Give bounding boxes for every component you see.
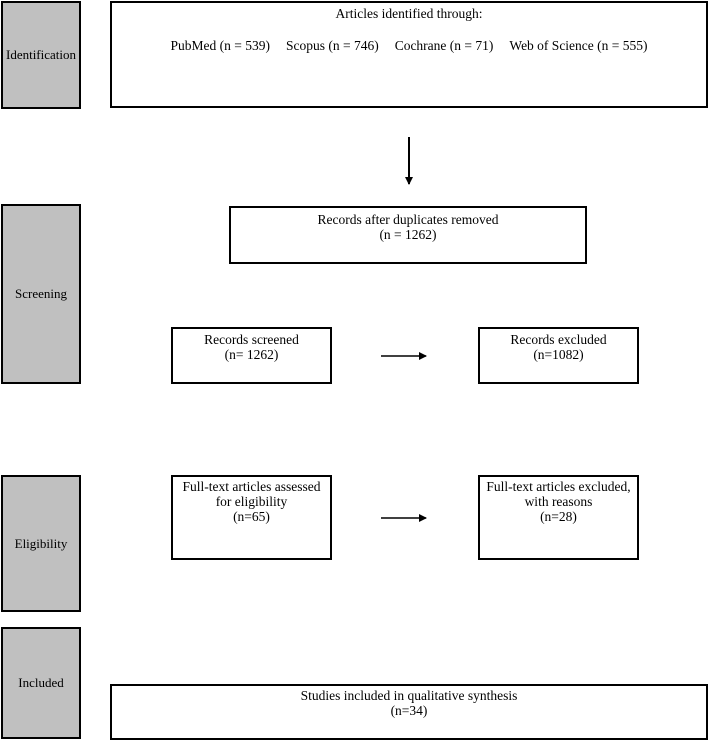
stage-identification: Identification <box>1 1 81 109</box>
records-screened-box: Records screened (n= 1262) <box>171 327 332 384</box>
records-excluded-box: Records excluded (n=1082) <box>478 327 639 384</box>
stage-identification-label: Identification <box>5 47 77 62</box>
identified-records-box: Articles identified through: PubMed (n =… <box>110 1 708 108</box>
identified-sources: PubMed (n = 539) Scopus (n = 746) Cochra… <box>112 38 706 53</box>
records-screened-count: (n= 1262) <box>224 347 279 362</box>
fulltext-excluded-box: Full-text articles excluded, with reason… <box>478 475 639 560</box>
source-cochrane: Cochrane (n = 71) <box>394 38 494 53</box>
fulltext-assessed-box: Full-text articles assessed for eligibil… <box>171 475 332 560</box>
records-excluded-count: (n=1082) <box>533 347 584 362</box>
fulltext-assessed-text-1: Full-text articles assessed <box>182 479 321 494</box>
fulltext-excluded-count: (n=28) <box>540 509 577 524</box>
included-studies-count: (n=34) <box>390 703 428 718</box>
stage-included-label: Included <box>18 675 64 690</box>
identified-title: Articles identified through: <box>335 6 483 21</box>
records-excluded-text: Records excluded <box>510 332 607 347</box>
stage-eligibility: Eligibility <box>1 475 81 612</box>
duplicates-removed-box: Records after duplicates removed (n = 12… <box>229 206 587 264</box>
stage-screening-label: Screening <box>15 286 67 301</box>
included-studies-text: Studies included in qualitative synthesi… <box>300 688 518 703</box>
source-web-of-science: Web of Science (n = 555) <box>509 38 648 53</box>
duplicates-removed-text: Records after duplicates removed <box>317 212 499 227</box>
fulltext-excluded-text-1: Full-text articles excluded, <box>486 479 631 494</box>
included-studies-box: Studies included in qualitative synthesi… <box>110 684 708 740</box>
fulltext-assessed-count: (n=65) <box>233 509 270 524</box>
stage-included: Included <box>1 627 81 739</box>
duplicates-removed-count: (n = 1262) <box>379 227 437 242</box>
records-screened-text: Records screened <box>204 332 299 347</box>
fulltext-excluded-text-2: with reasons <box>524 494 593 509</box>
source-scopus: Scopus (n = 746) <box>285 38 379 53</box>
fulltext-assessed-text-2: for eligibility <box>215 494 288 509</box>
stage-screening: Screening <box>1 204 81 384</box>
stage-eligibility-label: Eligibility <box>14 535 68 551</box>
source-pubmed: PubMed (n = 539) <box>170 38 270 53</box>
